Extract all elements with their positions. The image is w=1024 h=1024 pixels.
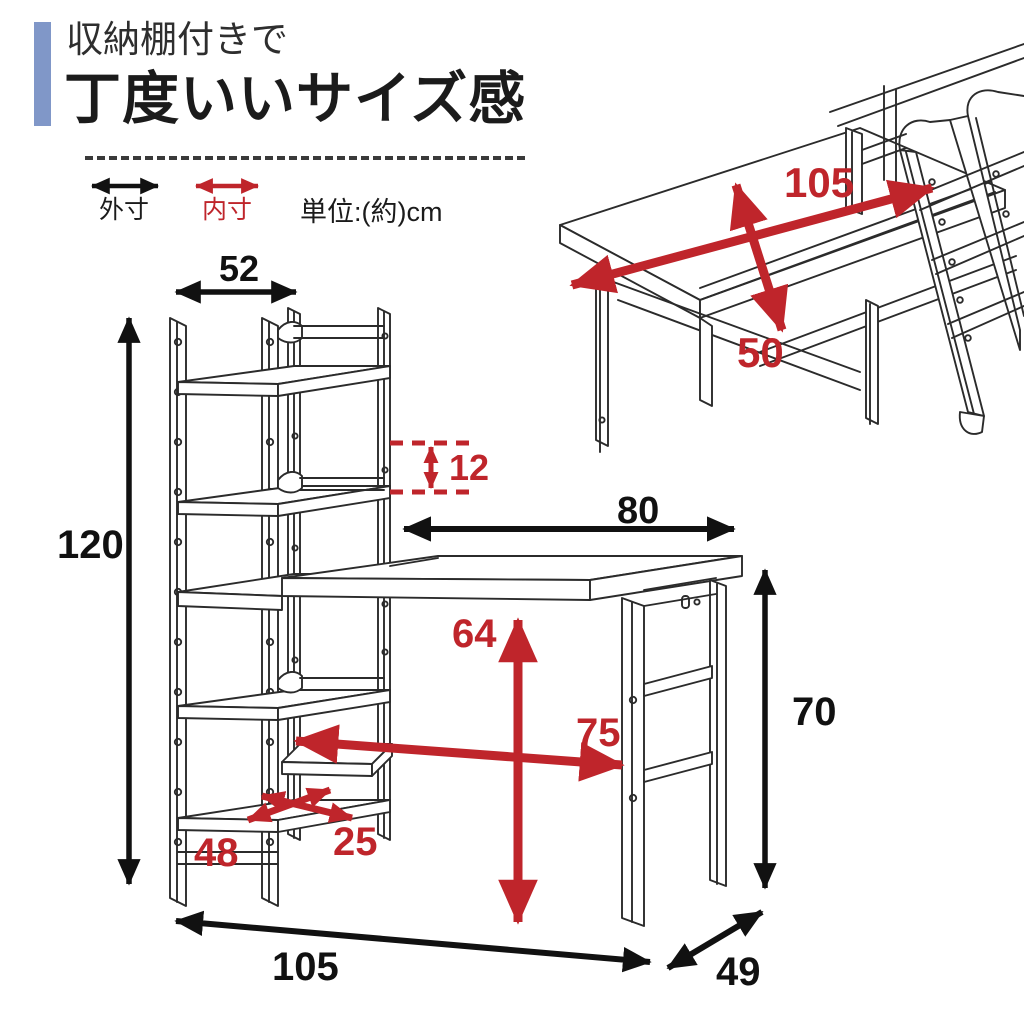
arrow-knee-width <box>293 724 625 782</box>
shelf-board-1 <box>177 365 391 397</box>
dim-total-height: 120 <box>57 523 124 567</box>
arrow-bottom-shelf-depth <box>260 791 354 823</box>
dim-bottom-shelf-depth: 25 <box>333 820 378 864</box>
header-divider <box>85 156 525 160</box>
desk-leg-rear-right <box>709 579 727 887</box>
arrow-total-width <box>174 910 652 973</box>
dim-inset-depth: 50 <box>737 329 784 376</box>
desk-side-rung-lower <box>643 751 713 783</box>
page-title: 丁度いいサイズ感 <box>64 67 527 131</box>
inset-depth-arrow <box>729 182 789 333</box>
arrow-total-depth <box>666 909 764 971</box>
inset-rail-lower <box>759 255 1017 353</box>
dim-knee-height: 64 <box>452 612 497 656</box>
shelf-post-front-left <box>169 317 187 907</box>
legend-outer-label: 外寸 <box>99 196 150 224</box>
legend-inner-label: 内寸 <box>202 196 253 224</box>
shelf-board-4 <box>177 689 391 721</box>
header-subtitle: 収納棚付きで <box>66 19 288 60</box>
dim-desk-height: 70 <box>792 690 837 734</box>
dim-shelf-gap-height: 12 <box>449 447 490 488</box>
legend-unit-note: 単位:(約)cm <box>300 197 443 227</box>
dim-bottom-shelf-width: 48 <box>194 831 239 875</box>
header-accent-bar <box>34 22 51 126</box>
desk-side-rung-upper <box>643 665 713 697</box>
